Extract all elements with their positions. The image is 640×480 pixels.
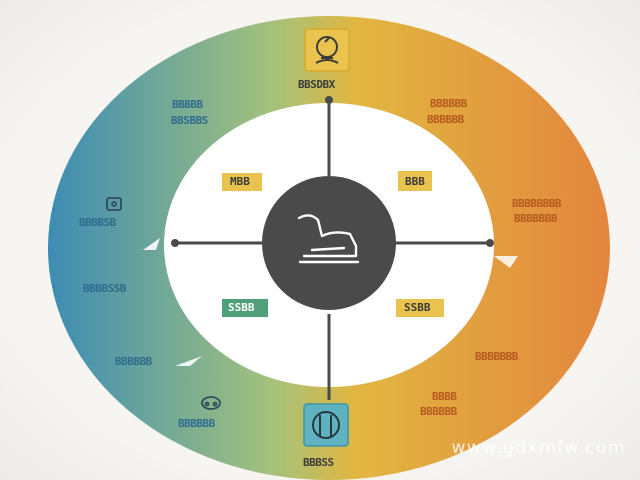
left-label-lower-2: BBBBBB xyxy=(178,417,215,430)
inner-tag-bottom-left: SSBB xyxy=(228,301,255,314)
inner-tag-top-left: MBB xyxy=(230,175,250,188)
left-label-mid-1: BBBBSB xyxy=(79,216,116,229)
spoke-right-dot xyxy=(486,239,494,247)
left-label-lower-1: BBBBBB xyxy=(115,355,152,368)
right-label-mid-1: BBBBBBBB xyxy=(512,197,561,210)
inner-tag-bottom-right-box xyxy=(396,299,444,317)
inner-tag-top-right-box xyxy=(398,171,432,191)
lamp-icon xyxy=(315,36,339,64)
left-label-mid-2: BBBBSSB xyxy=(83,282,126,295)
center-hub xyxy=(262,176,396,310)
inner-tag-top-left-box xyxy=(222,173,262,191)
top-node-box xyxy=(304,28,350,72)
left-label-upper-2: BBSBBS xyxy=(171,114,208,127)
mask-icon xyxy=(201,396,221,410)
tag-icon xyxy=(106,197,122,211)
spoke-top-dot xyxy=(325,96,333,104)
watermark: www.gdxmfw.com xyxy=(451,438,626,458)
right-label-mid-2: BBBBBBB xyxy=(514,212,557,225)
inner-tag-bottom-right: SSBB xyxy=(404,301,431,314)
right-label-lower-3: BBBBBB xyxy=(420,405,457,418)
inner-tag-bottom-left-box xyxy=(222,299,268,317)
left-arrow-icon xyxy=(143,238,160,250)
bottom-node-label: BBBSS xyxy=(303,456,334,469)
left-label-upper-1: BBBBB xyxy=(172,98,203,111)
right-label-lower-2: BBBB xyxy=(432,390,457,403)
right-label-lower-1: BBBBBBB xyxy=(475,350,518,363)
spoke-left-dot xyxy=(171,239,179,247)
bottom-node-box xyxy=(303,403,349,447)
right-label-upper-2: BBBBBB xyxy=(427,113,464,126)
top-node-label: BBSDBX xyxy=(298,78,335,91)
utensils-icon xyxy=(312,411,340,439)
right-label-upper-1: BBBBBB xyxy=(430,97,467,110)
slipper-icon xyxy=(297,214,360,264)
inner-tag-top-right: BBB xyxy=(405,175,425,188)
left-lower-arrow-icon xyxy=(175,356,202,366)
right-arrow-icon xyxy=(494,256,518,268)
